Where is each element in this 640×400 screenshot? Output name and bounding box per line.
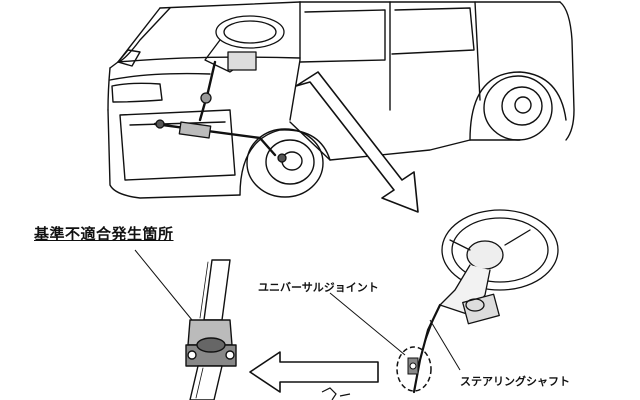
vehicle-steering-system xyxy=(153,15,287,163)
joint-highlight-circle xyxy=(396,346,432,392)
defect-location-label: 基準不適合発生箇所 xyxy=(34,225,174,243)
universal-joint-small xyxy=(407,357,419,375)
vehicle-illustration xyxy=(107,1,575,199)
bottom-fragment xyxy=(321,387,351,400)
left-arrow xyxy=(249,351,379,393)
steering-assembly-detail xyxy=(412,209,559,394)
universal-joint-label: ユニバーサルジョイント xyxy=(258,281,379,294)
zoom-arrow xyxy=(295,71,419,213)
universal-joint-zoom xyxy=(185,259,237,400)
steering-shaft-label: ステアリングシャフト xyxy=(460,375,570,388)
leader-lines xyxy=(134,249,461,371)
